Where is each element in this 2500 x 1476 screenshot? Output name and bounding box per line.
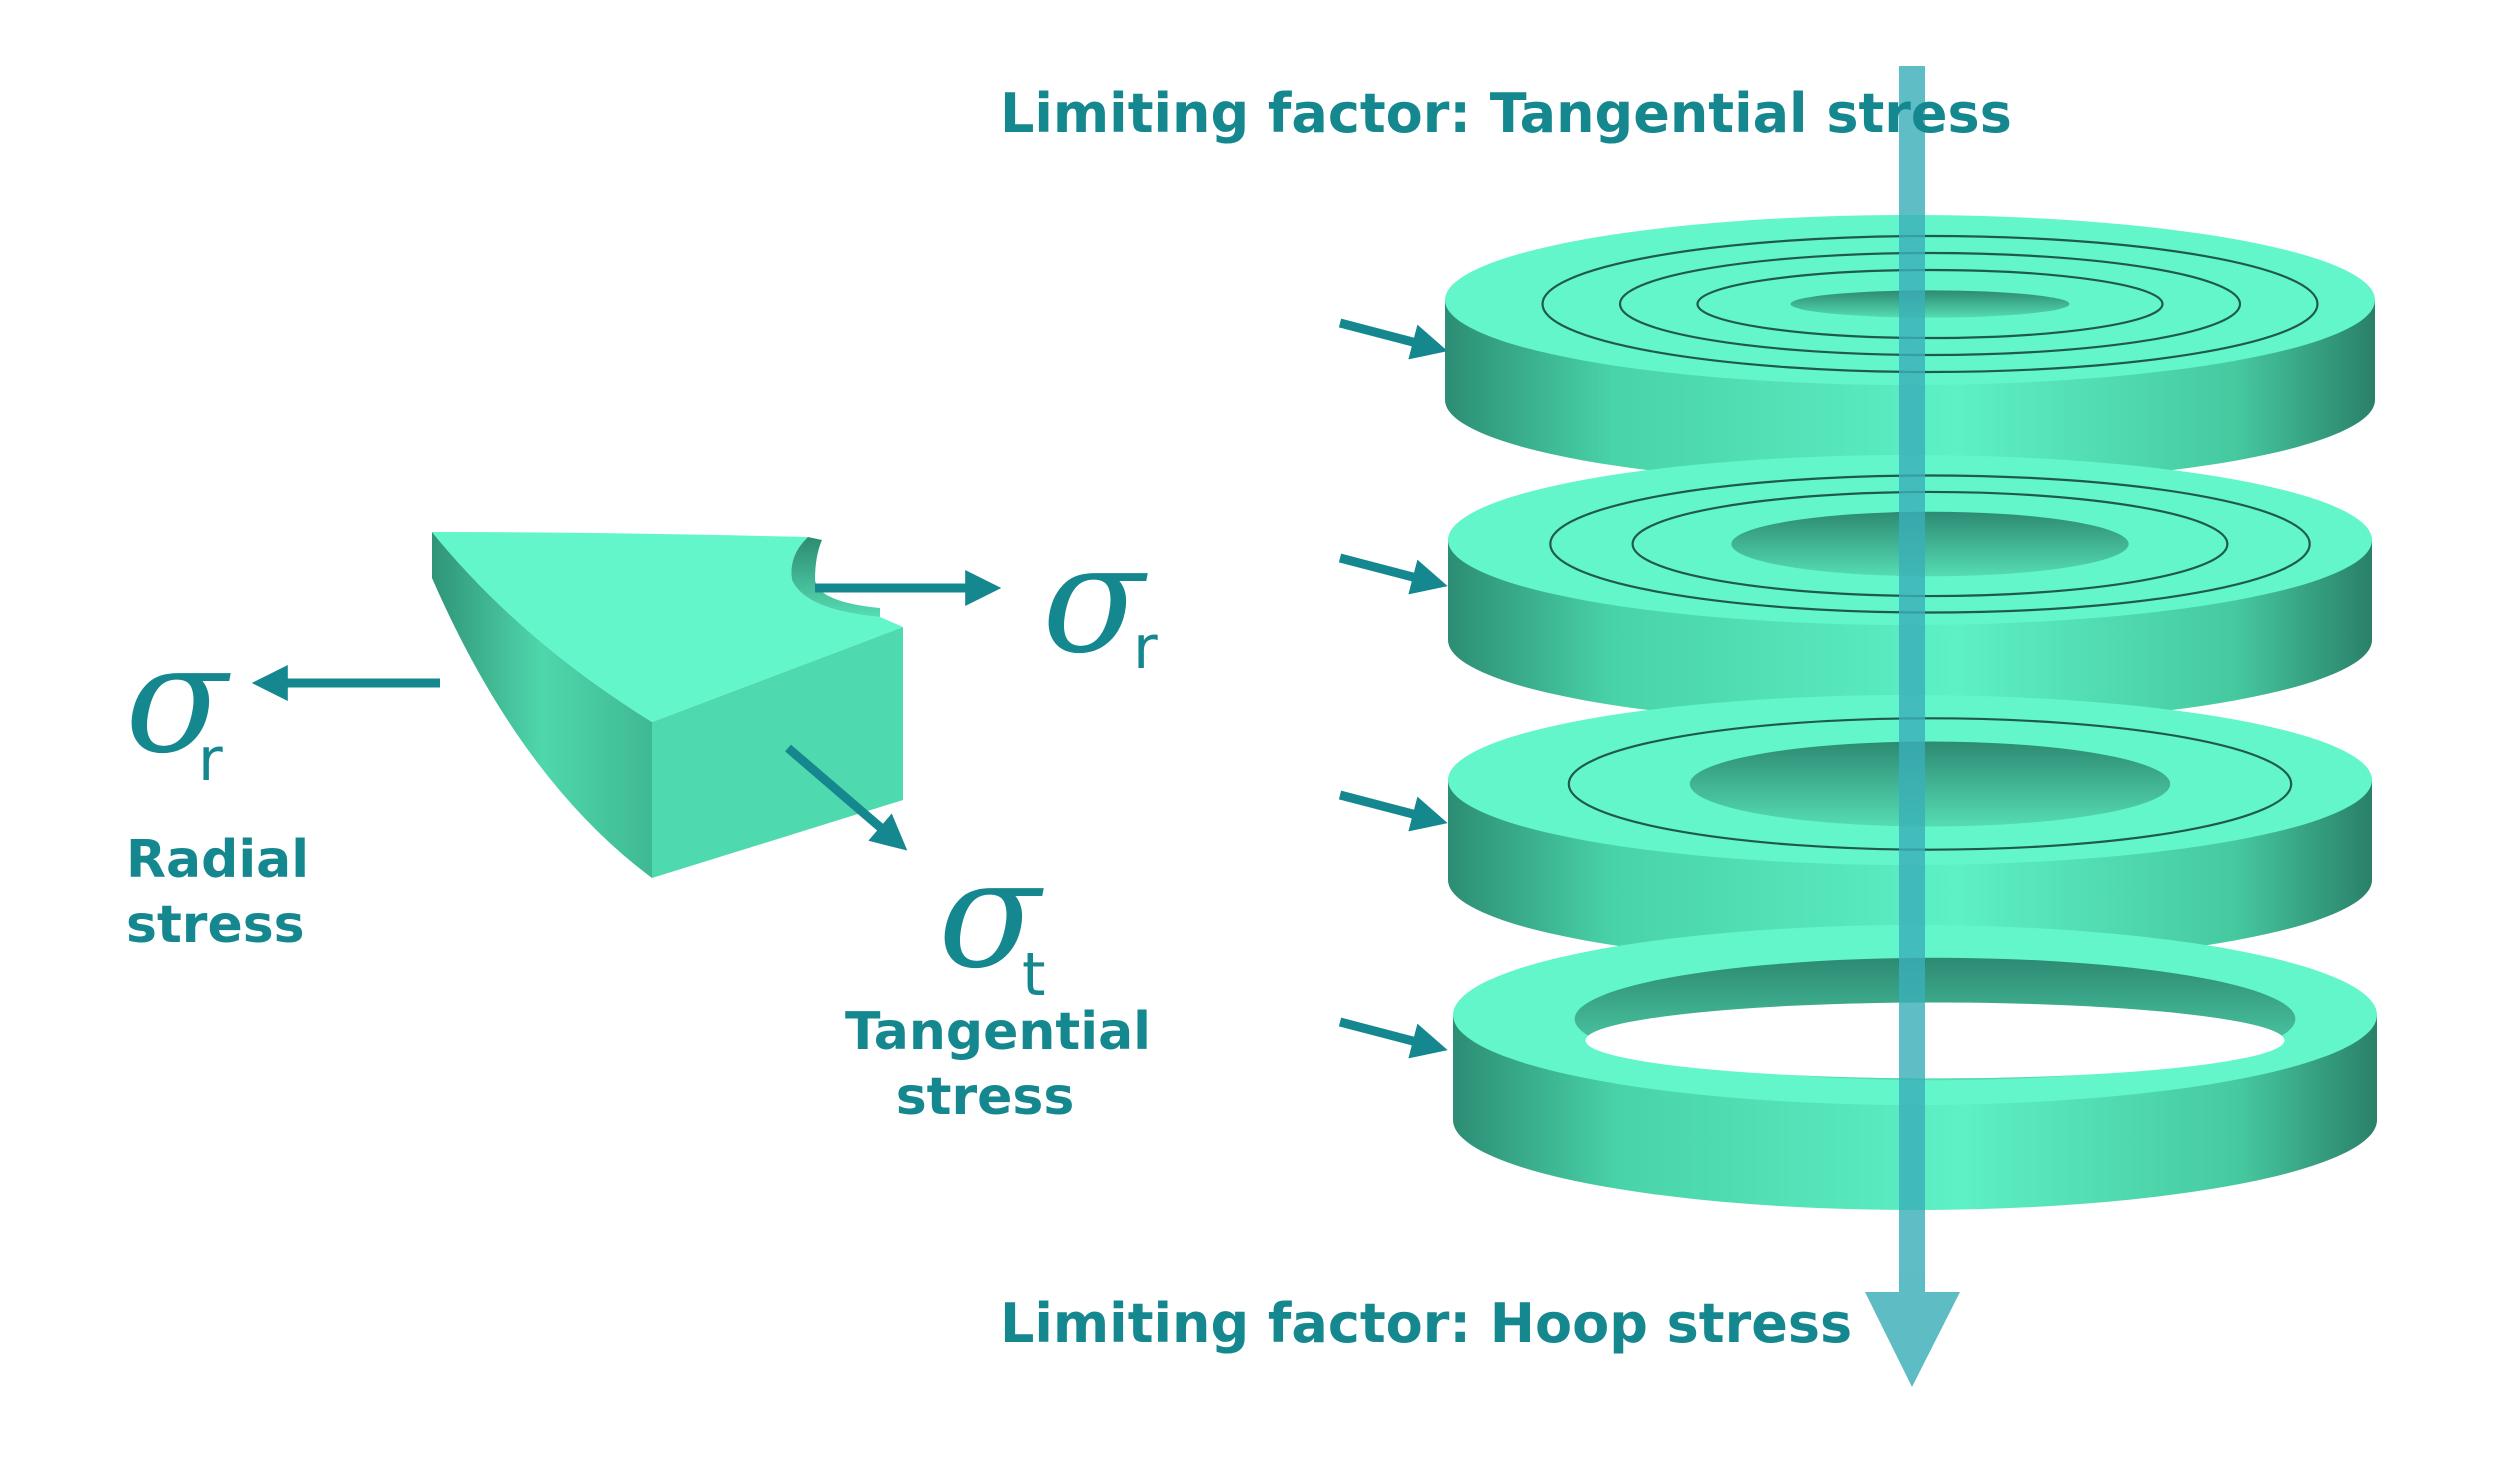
disc-groove [1618, 251, 2242, 357]
disc-arrow-2 [1338, 553, 1448, 595]
block-top-face [432, 532, 903, 722]
disc-hole [1790, 290, 2070, 318]
sigma-radial-right-subscript: r [1133, 613, 1158, 683]
disc-arrow-3 [1338, 790, 1448, 832]
sector-block [432, 532, 903, 878]
block-curved-face [432, 532, 652, 878]
block-inner-cut [791, 537, 880, 617]
sigma-tangential-subscript: t [1022, 940, 1046, 1010]
block-flat-face [652, 627, 903, 878]
disc-arrows [1338, 318, 1448, 1059]
bottom-limiting-factor-label: Limiting factor: Hoop stress [1000, 1292, 1853, 1355]
sigma-radial-left-symbol: σ [125, 613, 228, 787]
block-arrows [251, 570, 1002, 851]
tangential-arrow [785, 744, 908, 851]
disc-arrow-1 [1338, 318, 1448, 360]
sigma-radial-left-subscript: r [198, 725, 223, 795]
disc-groove [1541, 234, 2319, 374]
disc-hole [1731, 511, 2129, 577]
disc-arrow-4 [1338, 1017, 1448, 1059]
sigma-radial-right-symbol: σ [1042, 513, 1145, 687]
disc-groove [1567, 717, 2293, 851]
ring-opening [1585, 1002, 2285, 1079]
disc-groove [1696, 268, 2164, 340]
top-limiting-factor-label: Limiting factor: Tangential stress [1000, 82, 2012, 145]
radial-stress-label: Radial stress [126, 830, 310, 955]
disc-hole [1689, 741, 2171, 827]
tangential-stress-label: Tangential stress [845, 1002, 1151, 1127]
vertical-axis-arrow [1865, 66, 1960, 1387]
disc-groove [1549, 474, 2311, 614]
sigma-tangential-symbol: σ [938, 828, 1041, 1002]
disc-groove [1631, 490, 2229, 598]
